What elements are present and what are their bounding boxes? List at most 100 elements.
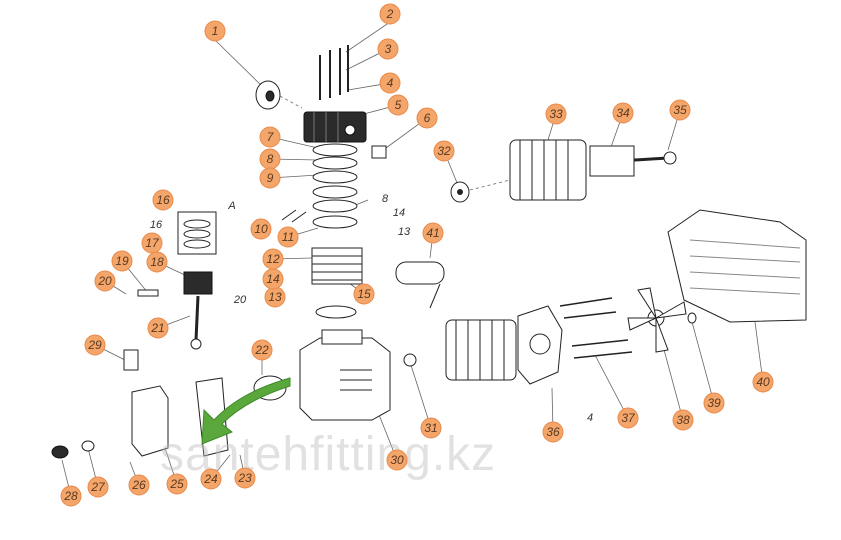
svg-text:23: 23 bbox=[237, 471, 252, 485]
callout-3: 3 bbox=[377, 38, 399, 60]
svg-text:12: 12 bbox=[266, 252, 280, 266]
svg-text:25: 25 bbox=[169, 477, 184, 491]
svg-text:6: 6 bbox=[424, 111, 431, 125]
part-stator-upper bbox=[509, 139, 587, 201]
callout-24: 24 bbox=[200, 468, 222, 490]
svg-text:13: 13 bbox=[268, 290, 282, 304]
callout-19: 19 bbox=[111, 250, 133, 272]
callout-37: 37 bbox=[617, 407, 639, 429]
svg-text:33: 33 bbox=[549, 107, 563, 121]
part-pin bbox=[137, 289, 159, 297]
direction-arrow bbox=[201, 377, 291, 445]
part-capacitor bbox=[395, 261, 445, 309]
svg-text:38: 38 bbox=[676, 413, 690, 427]
svg-text:31: 31 bbox=[424, 421, 437, 435]
callout-25: 25 bbox=[166, 473, 188, 495]
svg-text:14: 14 bbox=[266, 272, 280, 286]
label-A: A bbox=[227, 200, 235, 212]
part-cylinder bbox=[311, 247, 363, 285]
callout-13: 13 bbox=[264, 286, 286, 308]
svg-text:5: 5 bbox=[395, 98, 402, 112]
svg-text:19: 19 bbox=[115, 254, 129, 268]
svg-text:35: 35 bbox=[673, 103, 687, 117]
label-16: 16 bbox=[150, 219, 163, 231]
callout-20: 20 bbox=[94, 270, 116, 292]
callout-21: 21 bbox=[147, 317, 169, 339]
part-reeds bbox=[281, 209, 307, 223]
part-fan bbox=[627, 287, 687, 353]
svg-text:2: 2 bbox=[386, 7, 394, 21]
callout-33: 33 bbox=[545, 103, 567, 125]
svg-text:10: 10 bbox=[254, 222, 268, 236]
part-rotor bbox=[589, 145, 677, 177]
part-elbow bbox=[371, 145, 387, 159]
callout-22: 22 bbox=[251, 339, 273, 361]
svg-text:7: 7 bbox=[267, 130, 275, 144]
part-gaskets-valve-plates bbox=[312, 143, 358, 229]
svg-text:34: 34 bbox=[616, 106, 630, 120]
callout-10: 10 bbox=[250, 218, 272, 240]
part-motor-assembly bbox=[445, 305, 563, 385]
callout-40: 40 bbox=[752, 371, 774, 393]
label-20: 20 bbox=[233, 294, 247, 306]
svg-text:30: 30 bbox=[390, 453, 404, 467]
plain-labels: A 16 8 14 13 20 4 bbox=[150, 193, 593, 424]
part-piston-rings-box bbox=[177, 211, 217, 255]
svg-text:28: 28 bbox=[63, 489, 78, 503]
svg-text:27: 27 bbox=[90, 480, 106, 494]
part-cylinder-head bbox=[303, 111, 367, 143]
callout-35: 35 bbox=[669, 99, 691, 121]
label-8: 8 bbox=[382, 193, 389, 205]
svg-text:16: 16 bbox=[156, 193, 170, 207]
callout-9: 9 bbox=[259, 167, 281, 189]
callout-14: 14 bbox=[262, 268, 284, 290]
callout-28: 28 bbox=[60, 485, 82, 507]
svg-text:20: 20 bbox=[97, 274, 112, 288]
part-washer bbox=[81, 353, 417, 452]
svg-text:17: 17 bbox=[145, 236, 160, 250]
svg-text:26: 26 bbox=[131, 478, 146, 492]
callout-16: 16 bbox=[152, 189, 174, 211]
label-4: 4 bbox=[587, 412, 593, 424]
part-piston bbox=[183, 271, 213, 350]
callout-11: 11 bbox=[277, 226, 299, 248]
part-safety-valve bbox=[123, 349, 139, 371]
part-knob bbox=[51, 445, 69, 459]
part-o-ring bbox=[315, 305, 357, 319]
callout-7: 7 bbox=[259, 126, 281, 148]
callout-group: 1 2 3 4 5 6 7 8 9 10 11 12 13 14 15 16 1… bbox=[60, 3, 774, 507]
svg-text:21: 21 bbox=[150, 321, 164, 335]
label-14: 14 bbox=[393, 207, 405, 219]
callout-17: 17 bbox=[141, 232, 163, 254]
svg-text:32: 32 bbox=[437, 144, 451, 158]
part-small-ring bbox=[687, 312, 697, 324]
part-pressure-switch bbox=[131, 385, 169, 457]
svg-text:36: 36 bbox=[546, 425, 560, 439]
svg-text:40: 40 bbox=[756, 375, 770, 389]
svg-text:41: 41 bbox=[426, 226, 439, 240]
svg-text:11: 11 bbox=[282, 230, 294, 244]
svg-text:9: 9 bbox=[267, 171, 274, 185]
callout-27: 27 bbox=[87, 476, 109, 498]
svg-text:22: 22 bbox=[254, 343, 269, 357]
callout-5: 5 bbox=[387, 94, 409, 116]
callout-4: 4 bbox=[379, 72, 401, 94]
svg-text:8: 8 bbox=[267, 152, 274, 166]
callout-29: 29 bbox=[84, 334, 106, 356]
svg-text:37: 37 bbox=[621, 411, 636, 425]
svg-text:3: 3 bbox=[385, 42, 392, 56]
label-13: 13 bbox=[398, 226, 411, 238]
callout-26: 26 bbox=[128, 474, 150, 496]
callout-2: 2 bbox=[379, 3, 401, 25]
part-long-bolts bbox=[559, 297, 633, 359]
svg-text:1: 1 bbox=[212, 24, 219, 38]
callout-15: 15 bbox=[353, 283, 375, 305]
callout-32: 32 bbox=[433, 140, 455, 162]
callout-36: 36 bbox=[542, 421, 564, 443]
callout-8: 8 bbox=[259, 148, 281, 170]
part-crankcase bbox=[299, 329, 391, 421]
svg-text:29: 29 bbox=[87, 338, 102, 352]
callout-12: 12 bbox=[262, 248, 284, 270]
